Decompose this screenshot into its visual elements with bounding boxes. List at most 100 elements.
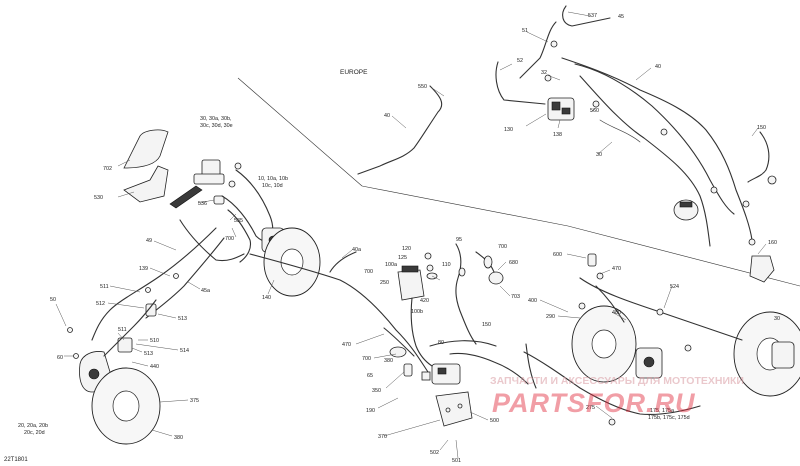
watermark-subtitle: ЗАПЧАСТИ И АКСЕССУАРЫ ДЛЯ МОТОТЕХНИКИ	[490, 375, 744, 387]
cover-702	[123, 129, 169, 169]
callout-45: 45	[618, 14, 624, 20]
callout-110: 110	[442, 262, 451, 268]
callout-560: 560	[590, 108, 599, 114]
callout-175-group: 175, 175a	[650, 408, 674, 414]
callout-530: 530	[94, 195, 103, 201]
rear-left-assembly	[67, 273, 179, 445]
callout-138: 138	[553, 132, 562, 138]
switch-536	[213, 195, 225, 205]
callout-275: 275	[586, 405, 595, 411]
callout-49: 49	[146, 238, 152, 244]
callout-440: 440	[150, 364, 159, 370]
callout-150: 150	[482, 322, 491, 328]
watermark-brand: PARTSFOR.RU	[492, 388, 696, 418]
callout-45a: 45a	[201, 288, 210, 294]
bracket-500	[435, 391, 473, 427]
callout-536: 536	[198, 201, 207, 207]
callout-514: 514	[180, 348, 189, 354]
callout-480: 480	[612, 310, 621, 316]
callout-50: 50	[50, 297, 56, 303]
leader-lines	[55, 11, 767, 459]
callout-380: 380	[384, 358, 393, 364]
callout-65: 65	[367, 373, 373, 379]
callout-52: 52	[517, 58, 523, 64]
callout-375: 375	[190, 398, 199, 404]
callout-700: 700	[362, 356, 371, 362]
callout-30: 30	[596, 152, 602, 158]
callout-51: 51	[522, 28, 528, 34]
caliper-right	[771, 341, 795, 369]
callout-40: 40	[384, 113, 390, 119]
callout-700: 700	[364, 269, 373, 275]
callout-60: 60	[57, 355, 63, 361]
callout-380: 380	[174, 435, 183, 441]
callout-537: 537	[588, 13, 597, 19]
callout-120: 120	[402, 246, 411, 252]
callout-500: 500	[490, 418, 499, 424]
callout-550: 550	[418, 84, 427, 90]
bracket-512	[145, 303, 157, 317]
callout-680: 680	[509, 260, 518, 266]
callout-510: 510	[150, 338, 159, 344]
callout-160: 160	[768, 240, 777, 246]
callout-703: 703	[511, 294, 520, 300]
callout-140: 140	[262, 295, 271, 301]
europe-brake-assembly	[357, 5, 777, 283]
callout-100b: 100b	[411, 309, 423, 315]
callout-30-group: 30, 30a, 30b,	[200, 116, 232, 122]
callout-30-group-2: 30c, 30d, 30e	[200, 123, 233, 129]
callout-420: 420	[420, 298, 429, 304]
callout-502: 502	[430, 450, 439, 456]
bracket-530	[123, 165, 169, 203]
region-label-europe: EUROPE	[340, 69, 368, 76]
callout-524: 524	[670, 284, 679, 290]
callout-535: 535	[234, 218, 243, 224]
callout-501: 501	[452, 458, 461, 464]
callout-10-group-2: 10c, 10d	[262, 183, 283, 189]
callout-350: 350	[372, 388, 381, 394]
callout-100a: 100a	[385, 262, 397, 268]
callout-95: 95	[456, 237, 462, 243]
callout-700: 700	[225, 236, 234, 242]
center-assembly	[383, 243, 701, 427]
callout-10-group: 10, 10a, 10b	[258, 176, 288, 182]
callout-175-group-2: 175b, 175c, 175d	[648, 415, 690, 421]
region-divider	[237, 77, 800, 287]
callout-190: 190	[366, 408, 375, 414]
callout-512: 512	[96, 301, 105, 307]
callout-40: 40	[655, 64, 661, 70]
callout-700: 700	[498, 244, 507, 250]
brake-disc-front-left	[263, 227, 321, 297]
callout-80: 80	[438, 340, 444, 346]
callout-32: 32	[541, 70, 547, 76]
callout-600: 600	[553, 252, 562, 258]
brake-disc-rear-left	[91, 367, 161, 445]
callout-702: 702	[103, 166, 112, 172]
callout-513: 513	[144, 351, 153, 357]
bracket-510	[117, 337, 133, 353]
callout-30: 30	[774, 316, 780, 322]
callout-513: 513	[178, 316, 187, 322]
callout-20-group: 20, 20a, 20b	[18, 423, 48, 429]
callout-20-group-2: 20c, 20d	[24, 430, 45, 436]
rear-right-assembly	[571, 253, 800, 426]
callout-150: 150	[757, 125, 766, 131]
callout-290: 290	[546, 314, 555, 320]
callout-250: 250	[380, 280, 389, 286]
handlebar-assembly	[91, 129, 429, 373]
watermark: ЗАПЧАСТИ И АКСЕССУАРЫ ДЛЯ МОТОТЕХНИКИ PA…	[490, 375, 744, 418]
callout-130: 130	[504, 127, 513, 133]
callout-511: 511	[118, 327, 127, 333]
callout-40a: 40a	[352, 247, 361, 253]
brake-disc-rear-center	[571, 305, 637, 383]
caliper-europe	[749, 255, 775, 283]
callout-139: 139	[139, 266, 148, 272]
callout-511-top: 511	[100, 284, 109, 290]
callout-125: 125	[398, 255, 407, 261]
callout-labels: 537 45 51 52 32 40 550 40 130 138 560 30…	[18, 13, 780, 464]
callout-370: 370	[378, 434, 387, 440]
diagram-id: 22T1801	[4, 457, 28, 463]
reservoir-100	[397, 269, 425, 301]
callout-470: 470	[342, 342, 351, 348]
